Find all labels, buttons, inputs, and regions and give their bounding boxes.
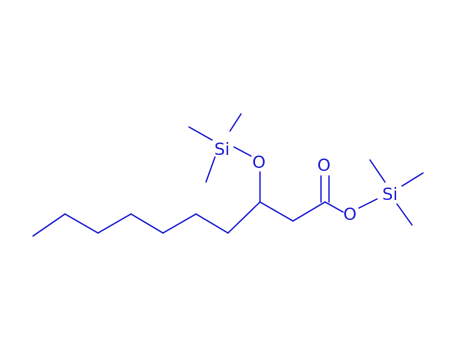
bond-c-o-ester [324, 201, 344, 213]
bond-si-right-methyl-1 [369, 159, 386, 183]
bond-si-left-methyl-1 [188, 126, 213, 141]
bond-si-right-methyl-2 [401, 172, 424, 187]
bond-si-right-methyl-3 [396, 203, 413, 226]
bond-si-left-methyl-3 [205, 156, 216, 183]
bond-chain-4 [130, 213, 164, 234]
bond-chain-2 [64, 213, 99, 234]
bond-chain-7 [227, 201, 261, 234]
bond-chain-9 [292, 201, 326, 222]
atom-o-ester: O [343, 205, 356, 225]
bond-o-si-left [233, 146, 252, 157]
bond-chain-6 [195, 213, 229, 234]
bond-chain-1 [32, 213, 66, 237]
bond-si-left-methyl-2 [229, 113, 242, 132]
atom-o-carbonyl: O [317, 156, 330, 176]
bond-o-si-right [358, 198, 378, 209]
atom-o-ether: O [252, 153, 265, 173]
atom-si-right: Si [382, 185, 398, 205]
bond-chain-5 [162, 213, 197, 234]
atom-si-left: Si [214, 140, 230, 160]
bond-chain-3 [97, 213, 132, 234]
bond-chain-8 [259, 201, 294, 222]
